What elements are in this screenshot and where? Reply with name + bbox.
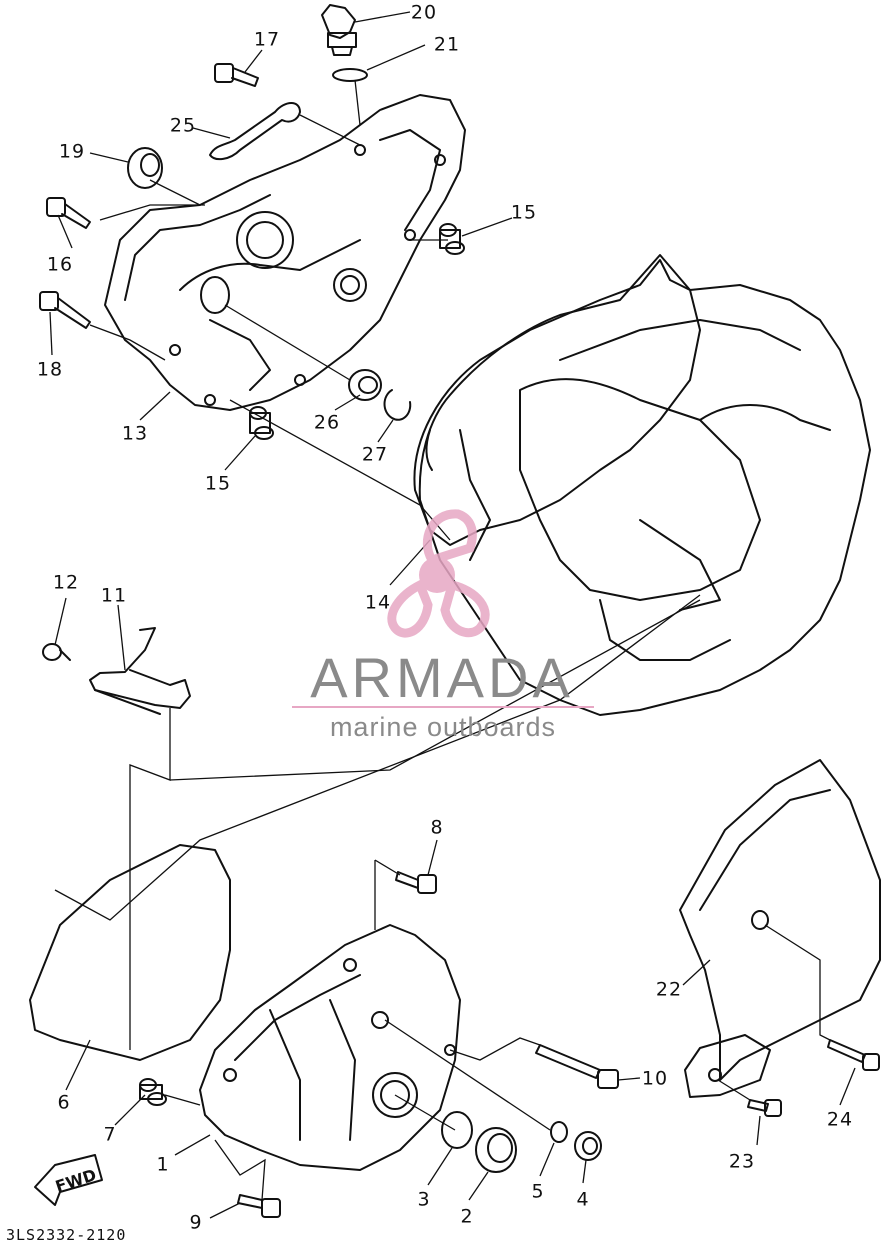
bolt-17	[214, 63, 259, 87]
dowel-7	[139, 1078, 167, 1106]
gasket-14	[413, 259, 701, 546]
circlip-27	[383, 389, 412, 421]
callout-24: 24	[826, 1108, 854, 1131]
bolt-10	[535, 1044, 619, 1089]
cap-2	[475, 1127, 517, 1173]
callout-26: 26	[313, 411, 341, 434]
callout-4: 4	[576, 1188, 590, 1211]
o-ring-5	[550, 1121, 568, 1143]
bolt-8	[395, 871, 437, 894]
callout-10: 10	[641, 1067, 669, 1090]
dowel-15b	[249, 406, 274, 440]
watermark-propeller-icon	[387, 509, 490, 638]
bolt-12	[42, 643, 71, 661]
callout-11: 11	[100, 584, 128, 607]
bolt-16	[46, 197, 91, 229]
callout-7: 7	[103, 1123, 117, 1146]
o-ring-3	[441, 1111, 473, 1149]
callout-20: 20	[410, 1, 438, 24]
callout-21: 21	[433, 33, 461, 56]
callout-5: 5	[531, 1180, 545, 1203]
bolt-24	[827, 1039, 880, 1071]
callout-6: 6	[57, 1091, 71, 1114]
callout-27: 27	[361, 443, 389, 466]
callout-18: 18	[36, 358, 64, 381]
crankcase-cover-13	[104, 94, 466, 411]
callout-1: 1	[156, 1153, 170, 1176]
watermark-divider	[292, 706, 594, 708]
plug-4	[574, 1131, 602, 1161]
crankcase-outline	[418, 254, 871, 716]
callout-14: 14	[364, 591, 392, 614]
plug-19	[127, 147, 163, 189]
callout-19: 19	[58, 140, 86, 163]
watermark-tagline: marine outboards	[329, 712, 557, 742]
watermark-brand: ARMADA	[310, 646, 574, 709]
o-ring-21	[332, 68, 368, 82]
callout-23: 23	[728, 1150, 756, 1173]
callout-12: 12	[52, 571, 80, 594]
oil-seal-26	[348, 369, 382, 401]
drawing-code: 3LS2332-2120	[6, 1226, 127, 1244]
sprocket-cover-22	[679, 759, 881, 1098]
callout-15-upper: 15	[510, 201, 538, 224]
leader-lines	[49, 11, 856, 1219]
callout-8: 8	[430, 816, 444, 839]
callout-25: 25	[169, 114, 197, 137]
callout-15-lower: 15	[204, 472, 232, 495]
bolt-18	[39, 291, 91, 329]
gasket-6	[29, 844, 231, 1061]
bolt-23	[747, 1099, 782, 1117]
dowel-15a	[439, 223, 465, 255]
fwd-arrow: FWD	[34, 1154, 103, 1206]
bolt-9	[237, 1194, 281, 1218]
callout-9: 9	[189, 1211, 203, 1234]
callout-2: 2	[460, 1205, 474, 1228]
generator-cover-1	[199, 924, 461, 1171]
callout-3: 3	[417, 1188, 431, 1211]
callout-16: 16	[46, 253, 74, 276]
callout-13: 13	[121, 422, 149, 445]
bracket-25	[209, 102, 301, 161]
shift-lever-11	[89, 627, 191, 715]
oil-filler-cap-20	[321, 4, 357, 56]
callout-17: 17	[253, 28, 281, 51]
callout-22: 22	[655, 978, 683, 1001]
